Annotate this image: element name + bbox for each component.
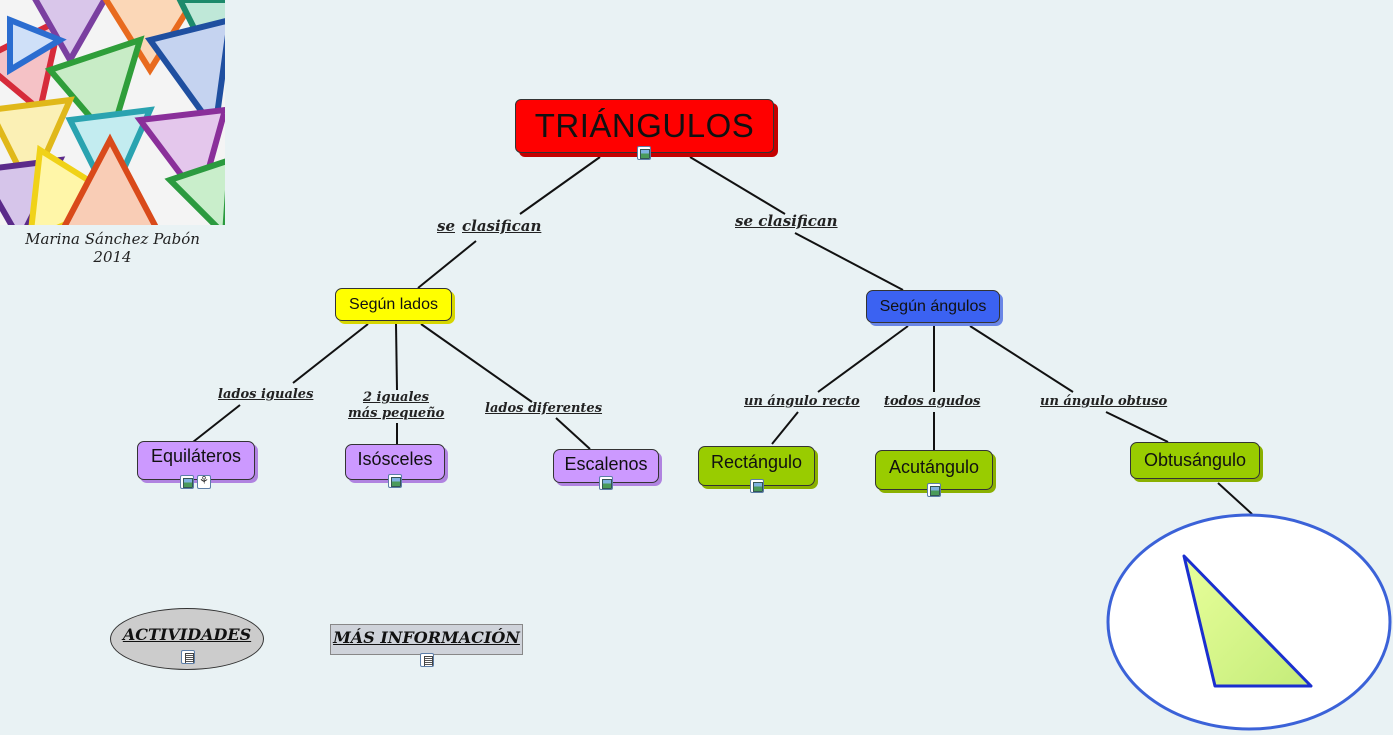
line-ang-obt-b <box>1105 411 1169 443</box>
line-root-left <box>519 156 601 215</box>
line-root-right <box>689 156 786 215</box>
equilateros-concept-map-icon[interactable] <box>197 475 211 489</box>
line-lados-equi-b <box>192 404 241 443</box>
root-label: TRIÁNGULOS <box>534 107 755 144</box>
link-mas-pequeno: más pequeño <box>348 406 445 421</box>
line-lados-esc-a <box>420 323 533 403</box>
link-clasifican-right: se clasifican <box>735 212 838 230</box>
link-lados-diferentes: lados diferentes <box>485 401 603 416</box>
line-ang-obt-a <box>969 325 1074 393</box>
segun-lados-label: Según lados <box>349 295 438 313</box>
line-ang-rect-a <box>817 325 909 393</box>
actividades-label: ACTIVIDADES <box>122 625 252 644</box>
equilateros-image-icon[interactable] <box>180 475 194 489</box>
escalenos-image-icon[interactable] <box>599 476 613 490</box>
link-todos-agudos: todos agudos <box>884 394 981 409</box>
link-2-iguales: 2 iguales <box>362 390 429 405</box>
line-obt-image <box>1217 482 1253 515</box>
node-segun-angulos[interactable]: Según ángulos <box>866 290 1000 323</box>
author-name: Marina Sánchez Pabón <box>25 230 200 248</box>
segun-angulos-label: Según ángulos <box>879 297 987 315</box>
mas-informacion-document-icon[interactable] <box>420 653 434 667</box>
node-obtusangulo[interactable]: Obtusángulo <box>1130 442 1260 479</box>
line-lados-esc-b <box>555 417 591 450</box>
link-lados-iguales: lados iguales <box>218 387 314 402</box>
obtusangulo-label: Obtusángulo <box>1143 450 1247 470</box>
equilateros-label: Equiláteros <box>150 446 242 466</box>
line-left-seg <box>417 240 477 289</box>
link-se-left: se <box>437 217 455 235</box>
actividades-document-icon[interactable] <box>181 650 195 664</box>
node-equilateros[interactable]: Equiláteros <box>137 441 255 480</box>
isosceles-image-icon[interactable] <box>388 474 402 488</box>
mas-informacion-label: MÁS INFORMACIÓN <box>333 628 520 647</box>
mas-informacion-button[interactable]: MÁS INFORMACIÓN <box>330 624 523 655</box>
obtuse-triangle-image <box>1106 513 1392 731</box>
link-angulo-obtuso: un ángulo obtuso <box>1040 394 1168 409</box>
node-segun-lados[interactable]: Según lados <box>335 288 452 321</box>
escalenos-label: Escalenos <box>564 453 648 474</box>
line-lados-equi-a <box>292 323 369 384</box>
link-angulo-recto: un ángulo recto <box>744 394 860 409</box>
rectangulo-label: Rectángulo <box>710 451 803 472</box>
obtuse-triangle-shape <box>1182 554 1313 688</box>
node-rectangulo[interactable]: Rectángulo <box>698 446 815 486</box>
line-right-seg <box>794 232 904 291</box>
rectangulo-image-icon[interactable] <box>750 479 764 493</box>
root-image-icon[interactable] <box>637 146 651 160</box>
line-ang-rect-b <box>771 411 799 445</box>
acutangulo-label: Acutángulo <box>888 456 980 477</box>
author-thumbnail <box>0 0 225 225</box>
link-clasifican-left: clasifican <box>462 217 542 235</box>
acutangulo-image-icon[interactable] <box>927 483 941 497</box>
isosceles-label: Isósceles <box>357 449 433 469</box>
author-year: 2014 <box>93 248 132 266</box>
line-lados-iso-a <box>395 323 398 391</box>
root-node[interactable]: TRIÁNGULOS <box>515 99 774 153</box>
